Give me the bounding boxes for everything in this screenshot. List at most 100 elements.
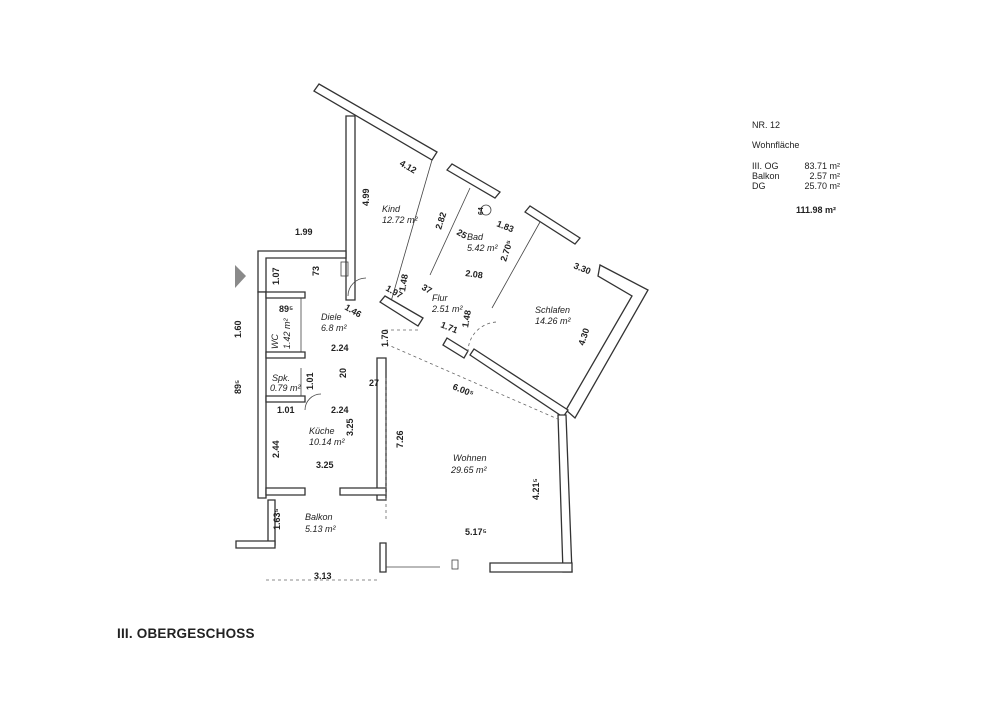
dim-flur-148a: 1.48 bbox=[397, 273, 410, 292]
area-label: DG bbox=[752, 181, 766, 191]
wall-kueche-bottom-l bbox=[265, 487, 306, 496]
room-bad-name: Bad bbox=[467, 232, 484, 242]
dim-flur-148b: 1.48 bbox=[460, 309, 473, 328]
dim-diele-170: 1.70 bbox=[380, 329, 390, 347]
dim-bad-right: 2.70⁵ bbox=[498, 239, 514, 263]
wall-wohnen-right bbox=[557, 414, 573, 573]
wall-bad-inner2 bbox=[491, 221, 541, 309]
dim-kind-top: 4.12 bbox=[398, 158, 418, 175]
wall-wohnen-bottom-left bbox=[379, 542, 387, 573]
dim-spk-101a: 1.01 bbox=[305, 372, 315, 390]
door-swing-kueche bbox=[304, 393, 322, 411]
area-total: 111.98 m² bbox=[796, 205, 837, 215]
wall-bad-inner bbox=[429, 187, 471, 276]
area-row: DG 25.70 m² bbox=[752, 181, 840, 191]
room-wc-area: 1.42 m² bbox=[282, 317, 292, 349]
room-flur-area: 2.51 m² bbox=[431, 304, 464, 314]
dim-schlafen-top: 3.30 bbox=[572, 261, 592, 277]
room-bad-area: 5.42 m² bbox=[467, 243, 499, 253]
dim-left-top: 1.99 bbox=[295, 227, 313, 237]
dim-bad-64: 64 bbox=[478, 207, 485, 215]
wall-kind-top bbox=[313, 83, 438, 161]
dim-wohnen-726: 7.26 bbox=[395, 430, 405, 448]
dim-spk-20: 20 bbox=[338, 368, 348, 378]
room-kind-area: 12.72 m² bbox=[382, 215, 419, 225]
dim-flur-37: 37 bbox=[420, 282, 434, 296]
wall-wc bbox=[265, 291, 306, 299]
room-balkon-area: 5.13 m² bbox=[305, 524, 337, 534]
dim-diele-224: 2.24 bbox=[331, 343, 349, 353]
area-table: III. OG 83.71 m² Balkon 2.57 m² DG 25.70 m² bbox=[752, 161, 840, 191]
area-row: III. OG 83.71 m² bbox=[752, 161, 840, 171]
dim-flur-171: 1.71 bbox=[439, 320, 459, 336]
room-wc-name: WC bbox=[270, 334, 280, 349]
column bbox=[451, 559, 459, 570]
apartment-number: NR. 12 bbox=[752, 120, 781, 130]
dim-kueche-224: 2.24 bbox=[331, 405, 349, 415]
area-value: 2.57 m² bbox=[809, 171, 840, 181]
dim-wohnen-4215: 4.21⁵ bbox=[531, 478, 541, 500]
area-row: Balkon 2.57 m² bbox=[752, 171, 840, 181]
dim-wohnen-6005: 6.00⁵ bbox=[451, 382, 475, 399]
wall-schlafen-bottom bbox=[469, 348, 569, 418]
room-kueche-area: 10.14 m² bbox=[309, 437, 346, 447]
wall-balkon-left2 bbox=[235, 540, 276, 549]
direction-marker bbox=[235, 265, 246, 288]
room-schlafen-name: Schlafen bbox=[535, 305, 570, 315]
wall-kind-right bbox=[389, 159, 433, 306]
dim-wohnen-5175: 5.17⁵ bbox=[465, 527, 487, 537]
area-heading: Wohnfläche bbox=[752, 140, 800, 150]
dim-kind-left: 4.99 bbox=[361, 188, 371, 206]
wall-bad bbox=[446, 163, 501, 199]
wall-wohnen-bottom bbox=[489, 562, 573, 573]
dim-diele-146: 1.46 bbox=[343, 302, 363, 319]
dash-wohnen bbox=[385, 343, 561, 421]
dim-spk-101b: 1.01 bbox=[277, 405, 295, 415]
door-swing-schlafen bbox=[467, 321, 499, 353]
dim-diele-top-left: 1.07 bbox=[271, 267, 281, 285]
dim-kueche-325h: 3.25 bbox=[316, 460, 334, 470]
wall-flur bbox=[379, 295, 424, 327]
room-schlafen-area: 14.26 m² bbox=[535, 316, 572, 326]
room-kueche-name: Küche bbox=[309, 426, 335, 436]
wall-bad-right bbox=[524, 205, 581, 245]
dim-wc-895: 89⁵ bbox=[279, 304, 293, 314]
area-label: Balkon bbox=[752, 171, 780, 181]
room-spk-name: Spk. bbox=[272, 373, 290, 383]
dim-left-160: 1.60 bbox=[233, 320, 243, 338]
dim-spk-27: 27 bbox=[369, 378, 379, 388]
wall-spk-bottom bbox=[265, 395, 306, 403]
area-label: III. OG bbox=[752, 161, 779, 171]
room-diele-area: 6.8 m² bbox=[321, 323, 348, 333]
floor-title: III. OBERGESCHOSS bbox=[117, 626, 255, 641]
area-value: 83.71 m² bbox=[804, 161, 840, 171]
room-balkon-name: Balkon bbox=[305, 512, 333, 522]
dim-diele-top-right: 73 bbox=[311, 266, 321, 276]
room-wohnen-area: 29.65 m² bbox=[450, 465, 488, 475]
dim-balkon-313: 3.13 bbox=[314, 571, 332, 581]
dim-left-895: 89⁵ bbox=[233, 380, 243, 394]
room-flur-name: Flur bbox=[432, 293, 449, 303]
dim-bad-bottom: 2.08 bbox=[465, 268, 484, 280]
dim-kind-right: 2.82 bbox=[433, 211, 448, 231]
door-swing-diele bbox=[347, 277, 367, 297]
toilet-symbol bbox=[480, 204, 492, 216]
room-wohnen-name: Wohnen bbox=[453, 453, 487, 463]
area-value: 25.70 m² bbox=[804, 181, 840, 191]
wall-kueche-bottom-r bbox=[339, 487, 387, 496]
room-kind-name: Kind bbox=[382, 204, 401, 214]
room-spk-area: 0.79 m² bbox=[270, 383, 302, 393]
dim-kueche-244: 2.44 bbox=[271, 440, 281, 458]
dim-bad-25: 25 bbox=[455, 227, 469, 241]
dim-bad-top: 1.83 bbox=[495, 219, 515, 235]
chimney bbox=[340, 261, 349, 277]
wall-flur2 bbox=[442, 337, 469, 359]
wall-left-outer bbox=[257, 291, 267, 499]
dim-kueche-325v: 3.25 bbox=[345, 418, 355, 436]
room-diele-name: Diele bbox=[321, 312, 342, 322]
dim-schlafen-right: 4.30 bbox=[576, 327, 591, 347]
wall-kind-left bbox=[345, 115, 356, 301]
wall-wc-bottom bbox=[265, 351, 306, 359]
dim-balkon-1635: 1.63⁵ bbox=[272, 508, 282, 530]
